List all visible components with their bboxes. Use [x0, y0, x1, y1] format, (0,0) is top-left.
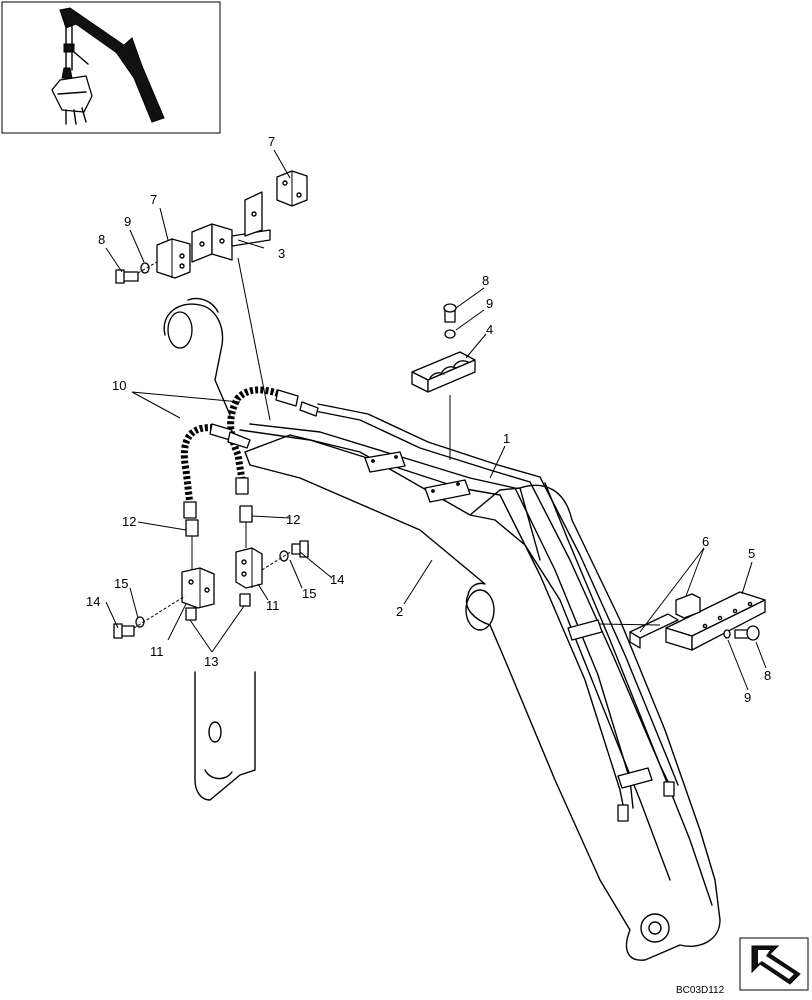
hose-fitting-right: [235, 505, 309, 607]
callout-7-top: 7: [268, 134, 275, 149]
callout-11-right: 11: [266, 598, 280, 613]
hose-assemblies: [180, 386, 319, 519]
callout-12-right: 12: [286, 512, 300, 527]
callout-6: 6: [702, 534, 709, 549]
callout-12-left: 12: [122, 514, 136, 529]
callout-9-lower: 9: [744, 690, 751, 705]
callout-1: 1: [503, 431, 510, 446]
leader-lines: [105, 149, 767, 691]
view-direction-arrow-icon: [739, 937, 809, 991]
callout-13: 13: [204, 654, 218, 669]
callout-labels: 7 7 9 8 3 8 9 4 1 10 12 12 14 15 11 15 1…: [86, 134, 771, 705]
drawing-code: BC03D112: [676, 985, 725, 996]
callout-15-right: 15: [302, 586, 316, 601]
hose-bracket-assembly: [115, 170, 308, 421]
dipper-arm: [244, 434, 721, 961]
callout-5: 5: [748, 546, 755, 561]
hydraulic-tubes: [239, 403, 679, 822]
callout-10: 10: [112, 378, 126, 393]
excavator-arm-locator-icon: [1, 1, 221, 134]
callout-8-lower: 8: [764, 668, 771, 683]
callout-4: 4: [486, 322, 493, 337]
callout-9-mid: 9: [486, 296, 493, 311]
hose-fitting-left: [113, 519, 215, 639]
tube-clamp-top: [411, 303, 476, 460]
callout-8-mid: 8: [482, 273, 489, 288]
callout-15-left: 15: [114, 576, 128, 591]
callout-14-right: 14: [330, 572, 344, 587]
callout-8-upper: 8: [98, 232, 105, 247]
callout-2: 2: [396, 604, 403, 619]
callout-7-left: 7: [150, 192, 157, 207]
callout-14-left: 14: [86, 594, 100, 609]
boom: [163, 297, 256, 801]
tube-clamp-right: [599, 591, 766, 651]
callout-11-left: 11: [150, 644, 164, 659]
callout-3: 3: [278, 246, 285, 261]
callout-9-upper: 9: [124, 214, 131, 229]
